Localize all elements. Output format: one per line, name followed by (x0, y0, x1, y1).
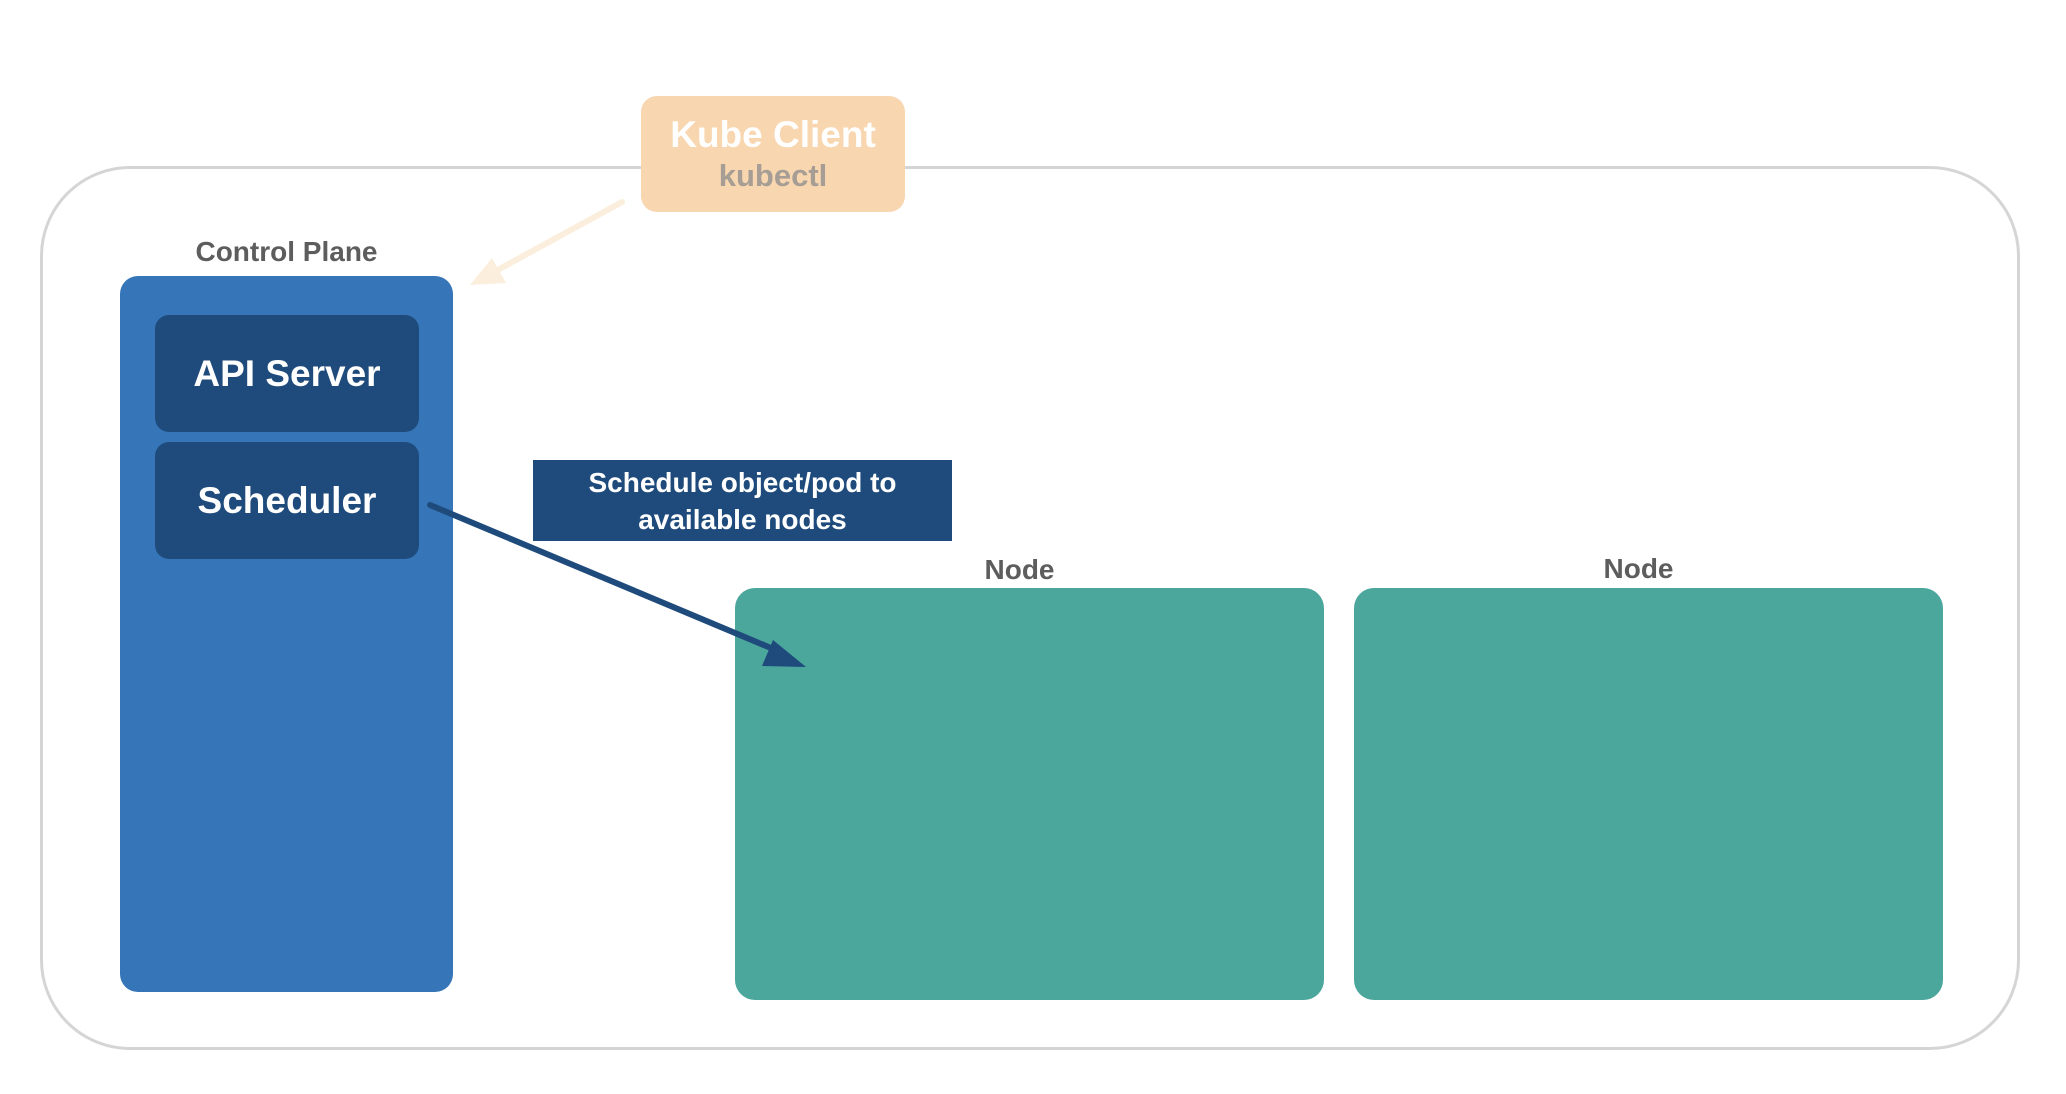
node-box-2 (1354, 588, 1943, 1000)
kube-client-subtitle: kubectl (718, 158, 828, 193)
kube-client-box: Kube Client kubectl (641, 96, 905, 212)
node-label-1: Node (984, 554, 1055, 585)
cluster-boundary (40, 166, 2020, 1050)
kube-client-title: Kube Client (670, 114, 876, 155)
node-label-2: Node (1603, 553, 1674, 584)
scheduler-box: Scheduler (155, 442, 419, 559)
control-plane-label: Control Plane (195, 236, 378, 267)
schedule-note: Schedule object/pod to available nodes (533, 460, 952, 541)
api-server-box: API Server (155, 315, 419, 432)
node-box-1 (735, 588, 1324, 1000)
